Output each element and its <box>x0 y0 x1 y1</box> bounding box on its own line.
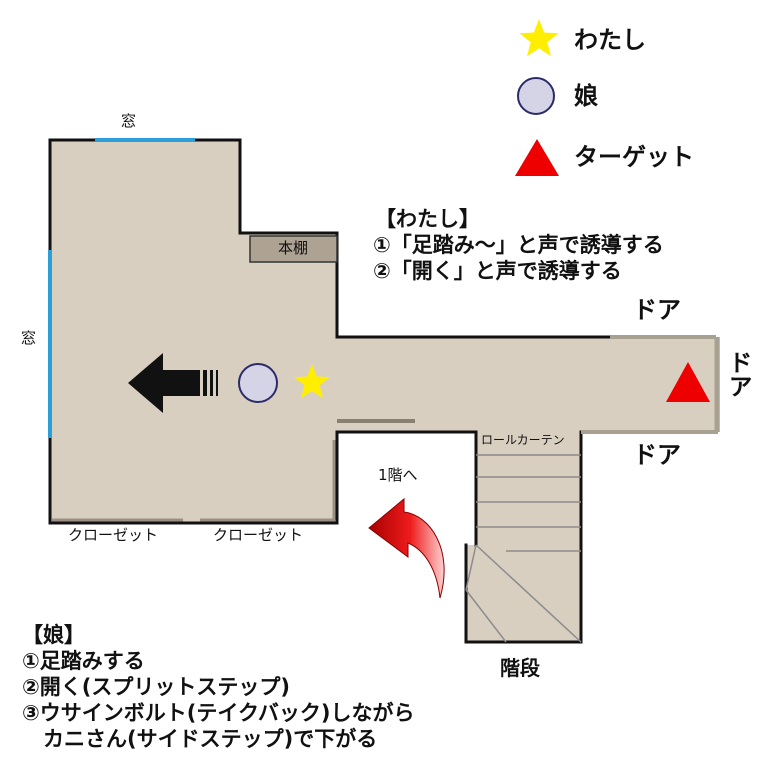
to-first-floor-arrow <box>368 497 445 599</box>
legend-target-label: ターゲット <box>574 143 694 171</box>
to-first-floor-label: 1階へ <box>378 466 418 484</box>
door-bottom-label: ドア <box>633 441 681 469</box>
closet-1-label: クローゼット <box>68 526 159 544</box>
circle-icon <box>517 77 555 115</box>
star-icon <box>519 19 559 57</box>
me-notes-heading: 【わたし】 <box>375 207 480 231</box>
triangle-icon <box>515 139 559 176</box>
bookshelf-box <box>249 235 338 263</box>
roll-curtain-label: ロールカーテン <box>481 433 565 447</box>
target-marker <box>666 362 710 402</box>
me-notes-line-2: ②「開く」と声で誘導する <box>373 259 622 283</box>
bookshelf-label: 本棚 <box>278 239 309 257</box>
window-left-label: 窓 <box>21 329 37 347</box>
closet-2-label: クローゼット <box>213 526 304 544</box>
move-arrow-left <box>128 353 218 413</box>
daughter-notes-line-4: カニさん(サイドステップ)で下がる <box>22 727 378 751</box>
daughter-notes-line-2: ②開く(スプリットステップ) <box>22 675 290 699</box>
daughter-notes-line-3: ③ウサインボルト(テイクバック)しながら <box>22 701 415 725</box>
window-top-label: 窓 <box>121 112 137 130</box>
daughter-marker <box>238 363 278 403</box>
door-top-label: ドア <box>633 296 681 324</box>
daughter-notes-line-1: ①足踏みする <box>22 649 145 673</box>
door-right-label: ドア <box>724 350 752 398</box>
stairs-label: 階段 <box>500 656 540 680</box>
legend-daughter-label: 娘 <box>574 82 598 110</box>
daughter-notes-heading: 【娘】 <box>22 623 85 647</box>
legend-me-label: わたし <box>574 26 646 54</box>
me-notes-line-1: ①「足踏み～」と声で誘導する <box>373 233 664 257</box>
me-marker <box>293 364 331 399</box>
stairs-steps <box>465 476 582 643</box>
